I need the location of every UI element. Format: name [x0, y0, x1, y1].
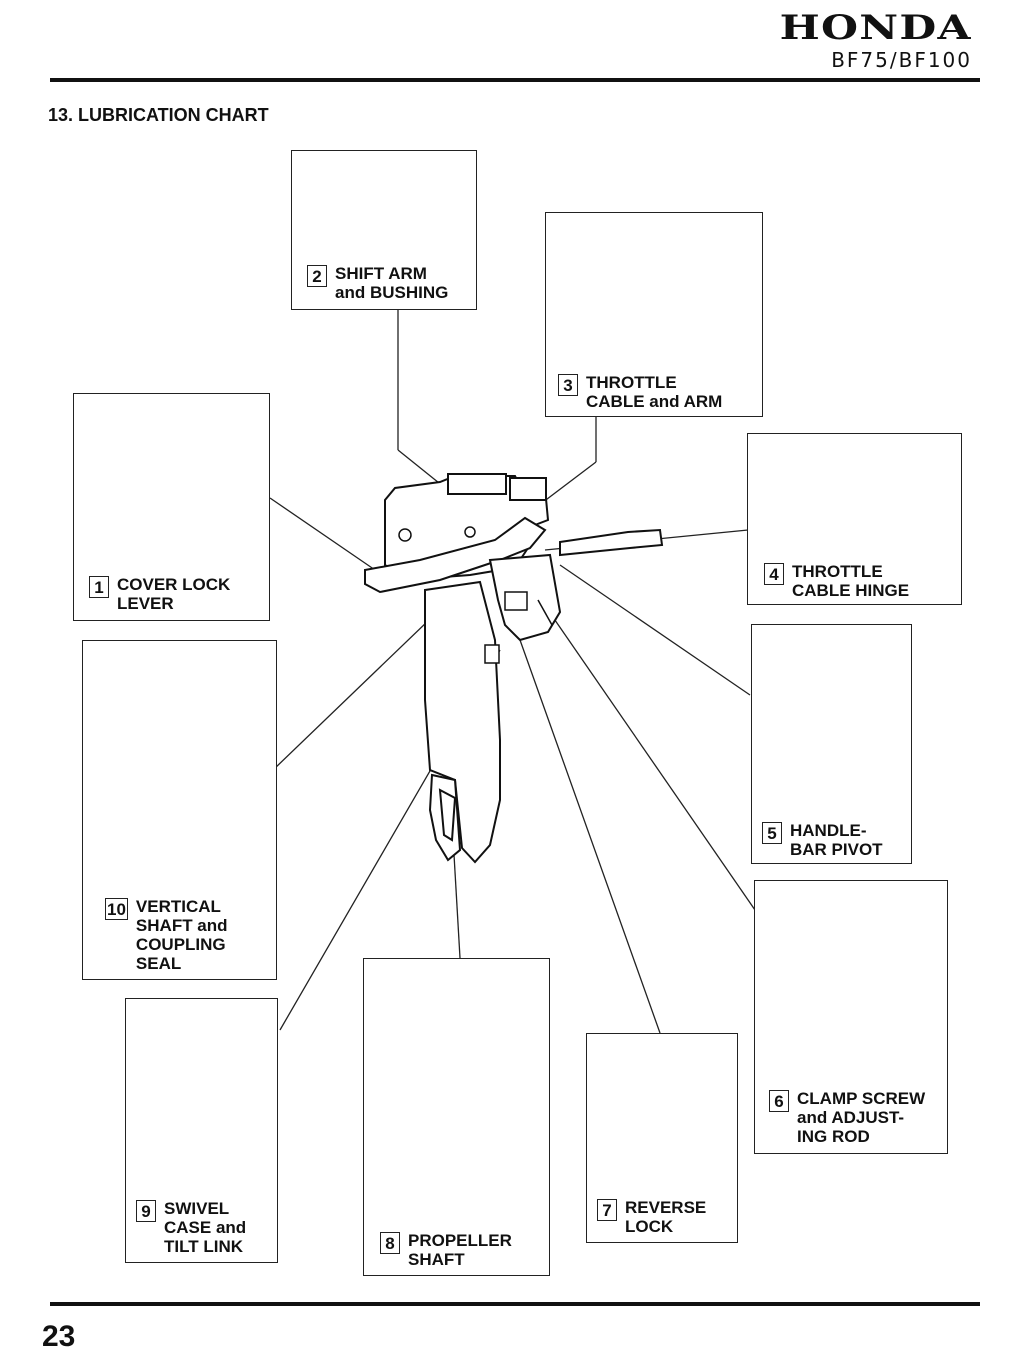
model-number: BF75/BF100: [831, 48, 972, 72]
brand-logo: HONDA: [779, 8, 972, 48]
callout-text: CLAMP SCREW and ADJUST- ING ROD: [797, 1089, 926, 1146]
callout-number: 2: [307, 265, 327, 287]
footer-rule: [50, 1302, 980, 1306]
callout-number: 3: [558, 374, 578, 396]
callout-label: 10 VERTICAL SHAFT and COUPLING SEAL: [105, 897, 228, 973]
motor-outline: [364, 473, 664, 864]
callout-box-swivel-case: 9 SWIVEL CASE and TILT LINK: [125, 998, 278, 1263]
callout-text: SHIFT ARM and BUSHING: [335, 264, 449, 302]
callout-number: 7: [597, 1199, 617, 1221]
callout-label: 6 CLAMP SCREW and ADJUST- ING ROD: [769, 1089, 925, 1146]
callout-number: 6: [769, 1090, 789, 1112]
callout-label: 7 REVERSE LOCK: [597, 1198, 706, 1236]
callout-text: THROTTLE CABLE and ARM: [586, 373, 723, 411]
callout-box-clamp-screw: 6 CLAMP SCREW and ADJUST- ING ROD: [754, 880, 948, 1154]
callout-text: SWIVEL CASE and TILT LINK: [164, 1199, 247, 1256]
callout-box-cover-lock-lever: 1 COVER LOCK LEVER: [73, 393, 270, 621]
callout-number: 1: [89, 576, 109, 598]
header-rule: [50, 78, 980, 82]
callout-label: 9 SWIVEL CASE and TILT LINK: [136, 1199, 246, 1256]
section-title: 13. LUBRICATION CHART: [48, 105, 269, 125]
callout-text: THROTTLE CABLE HINGE: [792, 562, 910, 600]
callout-label: 2 SHIFT ARM and BUSHING: [307, 264, 448, 302]
callout-box-throttle-cable-hinge: 4 THROTTLE CABLE HINGE: [747, 433, 962, 605]
callout-label: 4 THROTTLE CABLE HINGE: [764, 562, 909, 600]
callout-box-handlebar-pivot: 5 HANDLE- BAR PIVOT: [751, 624, 912, 864]
callout-number: 5: [762, 822, 782, 844]
callout-number: 8: [380, 1232, 400, 1254]
callout-box-vertical-shaft: 10 VERTICAL SHAFT and COUPLING SEAL: [82, 640, 277, 980]
callout-text: PROPELLER SHAFT: [408, 1231, 512, 1269]
callout-label: 8 PROPELLER SHAFT: [380, 1231, 512, 1269]
callout-label: 3 THROTTLE CABLE and ARM: [558, 373, 722, 411]
callout-label: 5 HANDLE- BAR PIVOT: [762, 821, 883, 859]
page-number: 23: [42, 1320, 76, 1353]
callout-text: COVER LOCK LEVER: [117, 575, 231, 613]
callout-number: 4: [764, 563, 784, 585]
callout-box-reverse-lock: 7 REVERSE LOCK: [586, 1033, 738, 1243]
callout-box-shift-arm: 2 SHIFT ARM and BUSHING: [291, 150, 477, 310]
callout-box-propeller-shaft: 8 PROPELLER SHAFT: [363, 958, 550, 1276]
callout-box-throttle-cable-arm: 3 THROTTLE CABLE and ARM: [545, 212, 763, 417]
motor-details: [398, 526, 553, 664]
callout-number: 10: [105, 898, 128, 920]
callout-label: 1 COVER LOCK LEVER: [89, 575, 230, 613]
callout-text: HANDLE- BAR PIVOT: [790, 821, 883, 859]
callout-text: VERTICAL SHAFT and COUPLING SEAL: [135, 897, 228, 973]
callout-number: 9: [136, 1200, 156, 1222]
callout-text: REVERSE LOCK: [625, 1198, 707, 1236]
